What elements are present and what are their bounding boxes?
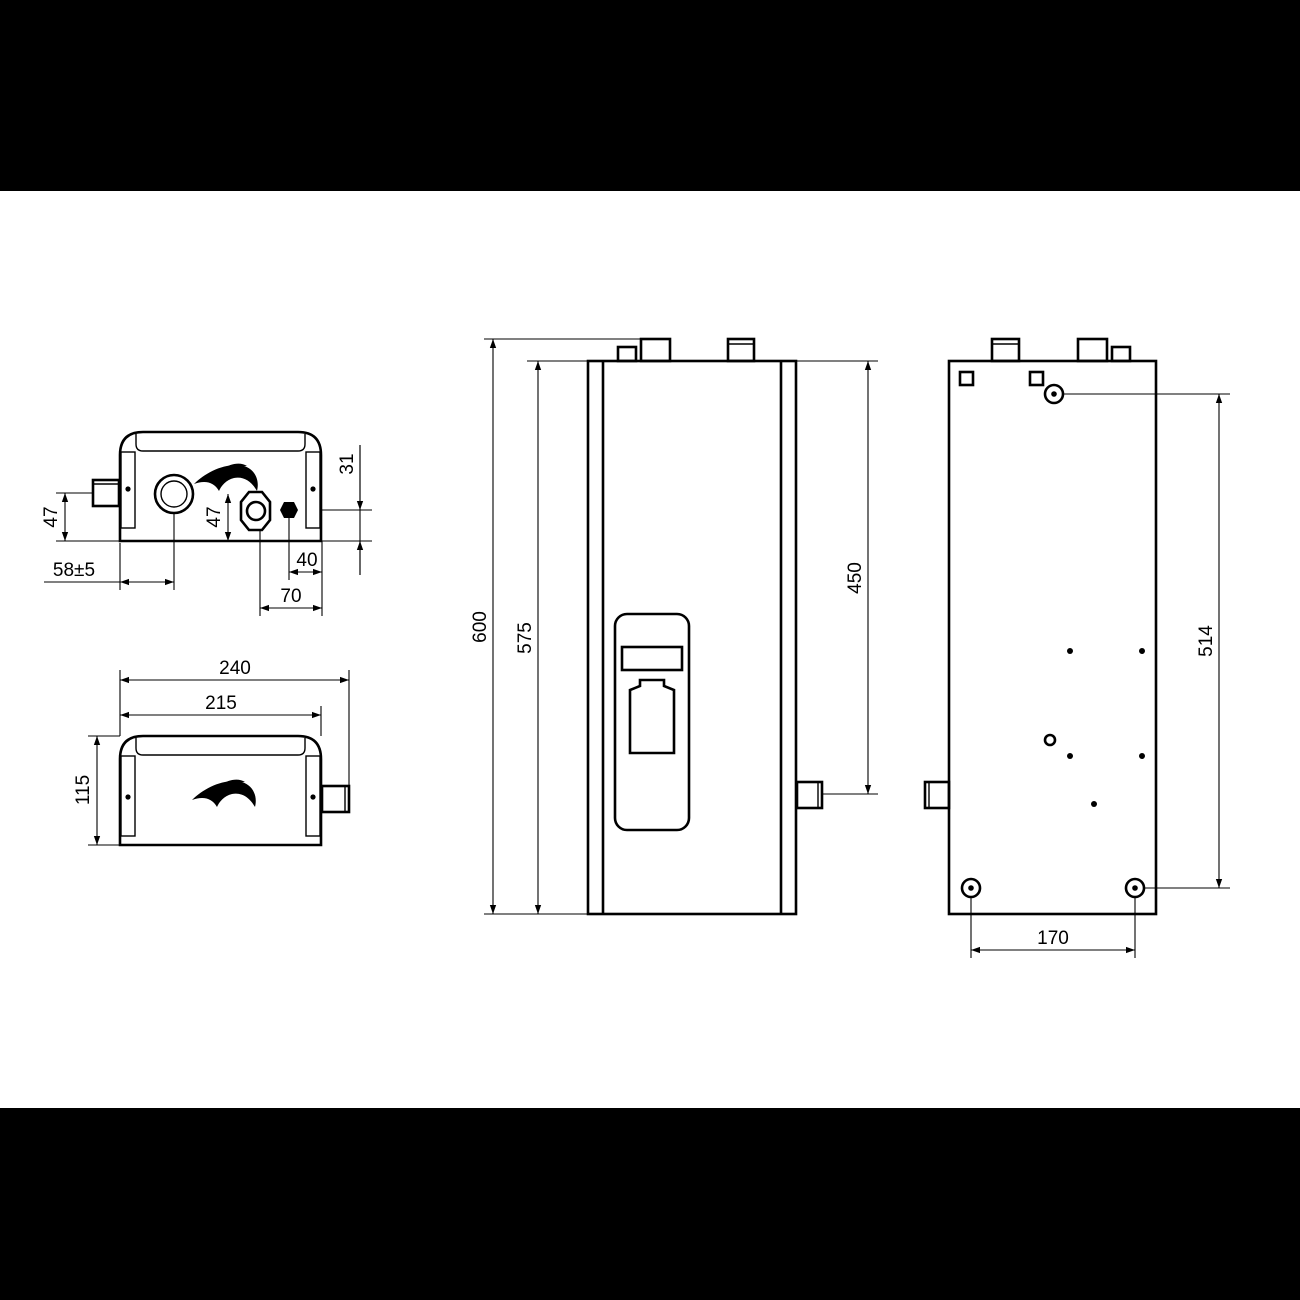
front-view bbox=[586, 337, 824, 916]
dim-depth: 115 bbox=[73, 775, 94, 805]
dim-mount-vertical: 514 bbox=[1196, 625, 1217, 657]
dim-body-height: 575 bbox=[515, 622, 536, 654]
top-letterbox bbox=[0, 0, 1300, 191]
dim-small-spacing: 40 bbox=[296, 550, 317, 571]
flame-swoosh-logo bbox=[192, 779, 256, 807]
bottom-letterbox bbox=[0, 1108, 1300, 1300]
drawing-sheet bbox=[0, 191, 1300, 1108]
dim-body-width: 215 bbox=[205, 693, 237, 714]
dim-fitting-height: 47 bbox=[204, 506, 225, 527]
dim-large-spacing: 70 bbox=[280, 586, 301, 607]
back-view bbox=[923, 337, 1158, 916]
dimension-labels: 47 47 31 58±5 40 70 240 215 115 600 575 … bbox=[41, 453, 1217, 949]
dim-outlet-offset: 58±5 bbox=[53, 560, 95, 581]
dim-overall-width: 240 bbox=[219, 658, 251, 679]
flame-swoosh-logo bbox=[194, 463, 258, 491]
dim-mount-horizontal: 170 bbox=[1037, 928, 1069, 949]
dimension-lines bbox=[44, 338, 1230, 958]
bottom-view bbox=[118, 734, 351, 847]
dim-side-outlet-height: 450 bbox=[845, 562, 866, 594]
dim-overall-height: 600 bbox=[470, 611, 491, 643]
dim-outlet-height: 47 bbox=[41, 506, 62, 527]
dim-right-height: 31 bbox=[337, 453, 358, 474]
top-view bbox=[91, 430, 323, 543]
